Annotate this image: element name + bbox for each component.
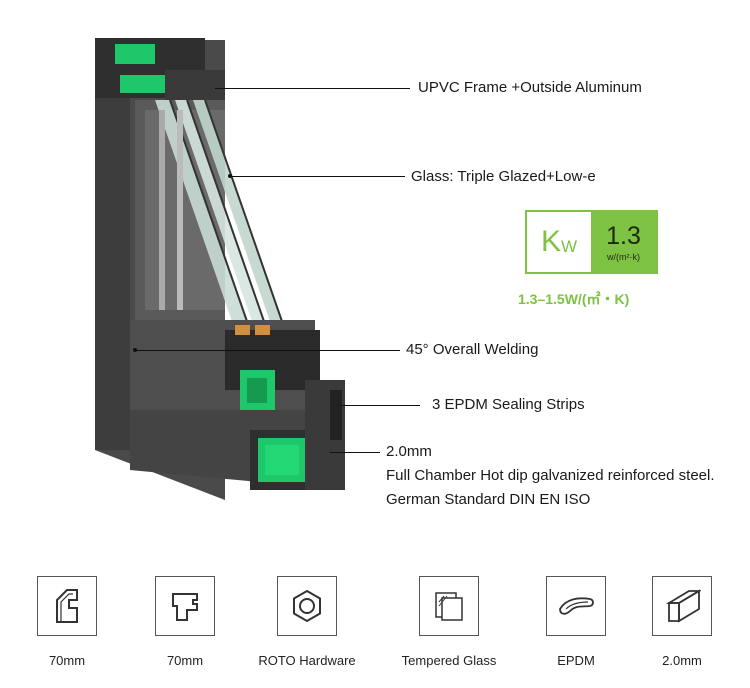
steel-desc-label: Full Chamber Hot dip galvanized reinforc…: [386, 467, 715, 484]
kw-value-panel: 1.3 w/(m²·k): [591, 212, 656, 272]
frame-callout-line: [215, 88, 410, 89]
feature-item: ROTO Hardware: [247, 576, 367, 668]
profile-step-70mm-icon: [155, 576, 215, 636]
kw-symbol-sub: W: [560, 237, 578, 256]
kw-symbol-main: K: [540, 225, 561, 258]
kw-range: 1.3–1.5W/(㎡・K): [518, 291, 630, 307]
steel-callout-line: [330, 452, 380, 453]
feature-label: ROTO Hardware: [258, 653, 356, 668]
kw-unit: w/(m²·k): [607, 251, 640, 262]
standard-label: German Standard DIN EN ISO: [386, 491, 591, 508]
welding-callout-line: [135, 350, 400, 351]
welding-callout-dot: [133, 348, 137, 352]
feature-item: Tempered Glass: [389, 576, 509, 668]
tempered-glass-icon: [419, 576, 479, 636]
feature-label: 70mm: [48, 653, 86, 668]
frame-label: UPVC Frame +Outside Aluminum: [418, 79, 642, 96]
glass-callout-line: [230, 176, 405, 177]
feature-label: 2.0mm: [662, 653, 702, 668]
hex-nut-icon: [277, 576, 337, 636]
steel-bar-icon: [652, 576, 712, 636]
feature-item: EPDM: [516, 576, 636, 668]
feature-item: 70mm: [7, 576, 127, 668]
kw-value: 1.3: [606, 221, 641, 250]
welding-label: 45° Overall Welding: [406, 341, 539, 358]
steel-size-label: 2.0mm: [386, 443, 432, 460]
feature-item: 70mm: [125, 576, 245, 668]
feature-label: Tempered Glass: [401, 653, 497, 668]
epdm-strip-icon: [546, 576, 606, 636]
sealing-label: 3 EPDM Sealing Strips: [432, 396, 585, 413]
sealing-callout-line: [340, 405, 420, 406]
feature-label: EPDM: [557, 653, 595, 668]
window-profile-illustration: [95, 38, 345, 500]
glass-label: Glass: Triple Glazed+Low-e: [411, 168, 596, 185]
glass-callout-dot: [228, 174, 232, 178]
feature-label: 70mm: [166, 653, 204, 668]
feature-item: 2.0mm: [622, 576, 742, 668]
profile-70mm-icon: [37, 576, 97, 636]
